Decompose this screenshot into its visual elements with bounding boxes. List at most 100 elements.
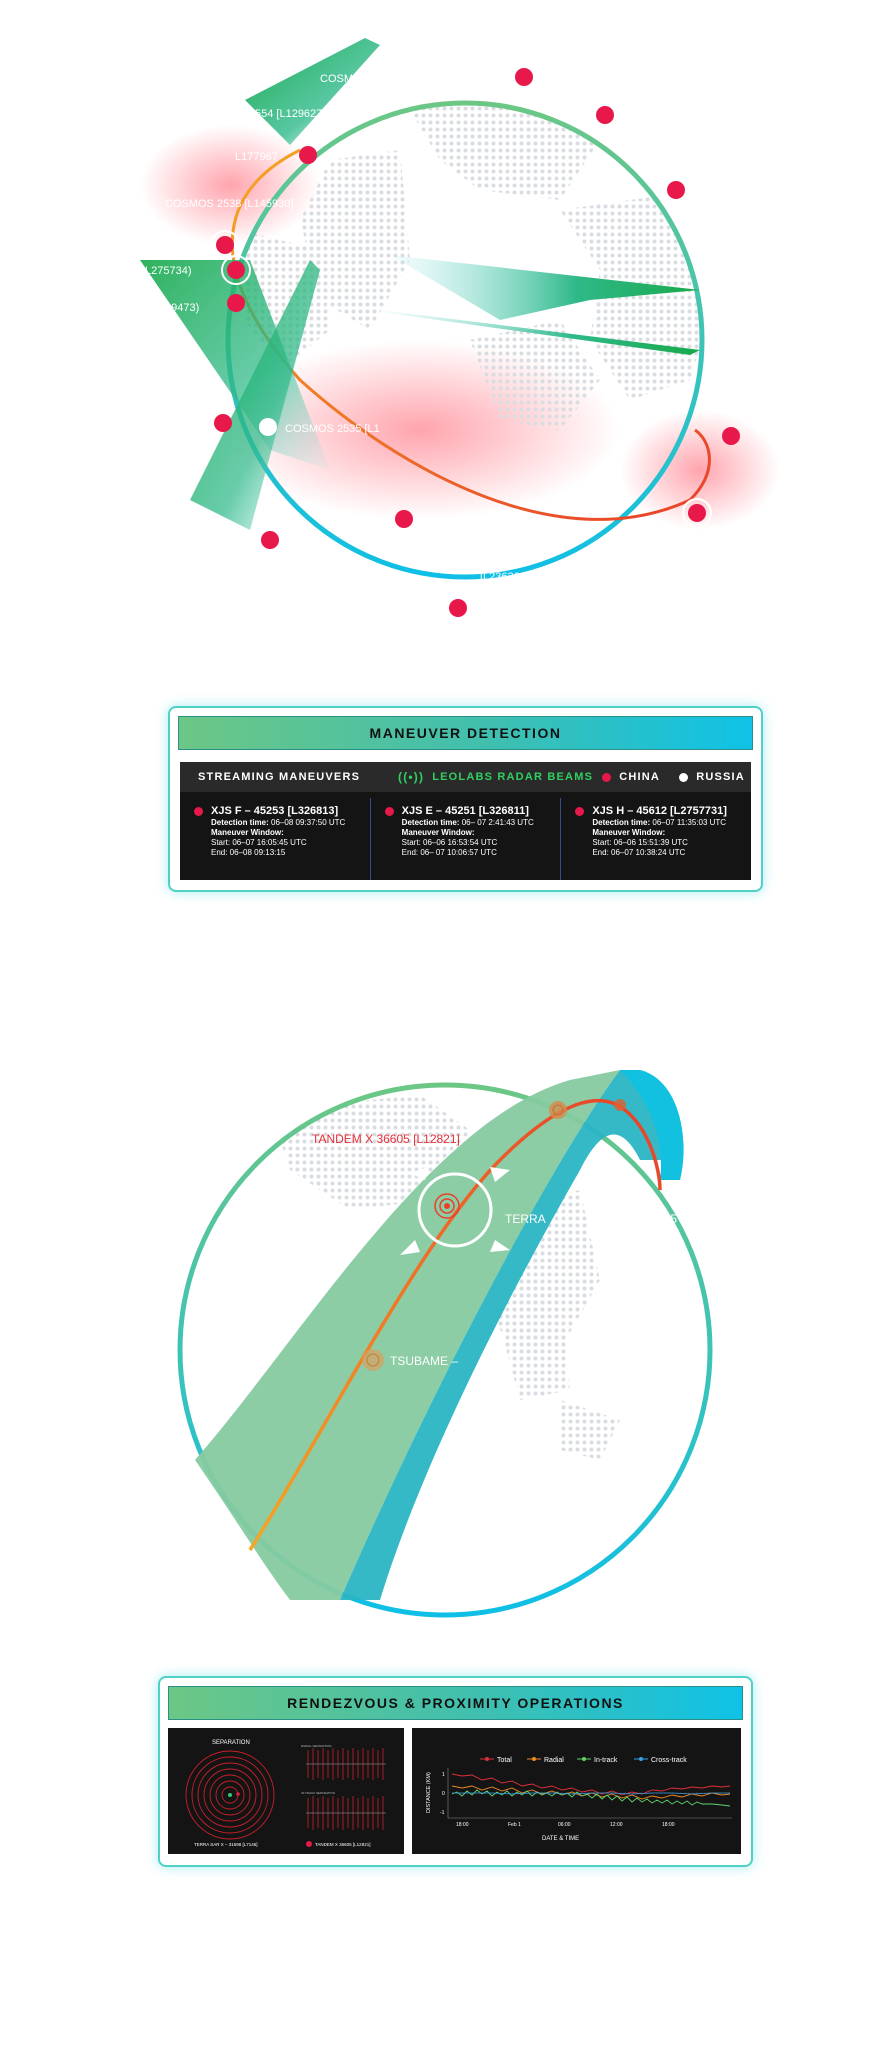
china-marker-icon xyxy=(384,806,394,816)
center-satellite xyxy=(228,1793,232,1797)
maneuver-title: XJS F – 45253 [L326813] xyxy=(211,805,339,817)
russia-legend-dot xyxy=(679,772,689,782)
satellite-labels-2: 01] TANDEM X 36605 [L12821] TERRA ] 45 T… xyxy=(312,1061,677,1368)
chart-xlabel: DATE & TIME xyxy=(542,1836,579,1842)
maneuver-window-label: Maneuver Window: xyxy=(401,828,475,837)
x-tick: 12:00 xyxy=(610,1822,623,1828)
caption-terra: TERRA SAR X – 31698 [L7146] xyxy=(194,1842,258,1847)
y-tick: -1 xyxy=(440,1810,445,1816)
label-xjsa: XJS A [L2157 xyxy=(670,529,736,541)
detection-time-label: Detection time: xyxy=(592,818,651,827)
china-legend-dot xyxy=(602,772,612,782)
series-total xyxy=(451,1773,731,1796)
window-end: End: 06– 07 10:06:57 UTC xyxy=(401,848,497,857)
x-tick: 18:00 xyxy=(456,1822,469,1828)
target-marker xyxy=(400,1167,510,1255)
maneuver-detection-panel: MANEUVER DETECTION STREAMING MANEUVERS (… xyxy=(168,706,763,892)
streaming-maneuvers-label: STREAMING MANEUVERS xyxy=(198,771,361,783)
radar-beams xyxy=(140,38,700,530)
maneuver-item[interactable]: XJS H – 45612 [L2757731] Detection time:… xyxy=(560,798,751,880)
series-crosstrack xyxy=(452,1792,730,1795)
globe-2: 01] TANDEM X 36605 [L12821] TERRA ] 45 T… xyxy=(177,1061,713,1618)
chart-ylabel: DISTANCE (KM) xyxy=(426,1772,432,1813)
legend-radial: Radial xyxy=(544,1757,564,1764)
label-l316376: 5450 [L316376] xyxy=(420,513,496,525)
label-cosmos-top: COSMOS xyxy=(320,73,369,85)
label-cosmos2535: COSMOS 2535 [L1 xyxy=(285,423,380,435)
satellite-labels: COSMOS 554 [L129627] L177967 COSMOS 2538… xyxy=(145,73,736,583)
x-tick: 18:00 xyxy=(662,1822,675,1828)
label-top: 01] xyxy=(535,1061,552,1075)
label-terra: TERRA xyxy=(505,1212,546,1226)
radar-beam-icon: ((•)) xyxy=(398,770,425,784)
russia-legend-label: RUSSIA xyxy=(696,771,745,783)
legend-crosstrack: Cross-track xyxy=(651,1757,687,1764)
china-satellite-markers xyxy=(214,68,740,617)
rpo-panel-title: RENDEZVOUS & PROXIMITY OPERATIONS xyxy=(168,1686,743,1720)
distance-chart: Total Radial In-track Cross-track DISTAN… xyxy=(426,1757,732,1842)
separation-graphic: SEPARATION RADIAL SEPARATION xyxy=(185,1740,386,1847)
maneuver-stream-header: STREAMING MANEUVERS ((•)) LEOLABS RADAR … xyxy=(180,762,751,792)
satellite-markers-2 xyxy=(362,1099,626,1371)
separation-box: SEPARATION RADIAL SEPARATION xyxy=(168,1728,404,1854)
caption-tandem: TANDEM X 36605 [L12821] xyxy=(315,1842,370,1847)
detection-time-label: Detection time: xyxy=(211,818,269,827)
label-right: ] 45 xyxy=(657,1212,677,1226)
globe-2-ring xyxy=(177,1082,713,1618)
mini-chart-label-bottom: IN-TRACK SEPARATION xyxy=(301,1791,335,1795)
chart-legend: Total Radial In-track Cross-track xyxy=(480,1757,687,1764)
maneuver-stream-box: STREAMING MANEUVERS ((•)) LEOLABS RADAR … xyxy=(180,762,751,880)
detection-time-value: 06–08 09:37:50 UTC xyxy=(271,818,346,827)
mini-chart-label-top: RADIAL SEPARATION xyxy=(301,1744,331,1748)
orbiting-satellite xyxy=(236,1792,240,1796)
window-start: Start: 06–07 16:05:45 UTC xyxy=(211,838,307,847)
maneuver-item[interactable]: XJS F – 45253 [L326813] Detection time: … xyxy=(180,798,370,880)
label-tandem: TANDEM X 36605 [L12821] xyxy=(312,1132,460,1146)
legend-total: Total xyxy=(497,1757,512,1764)
window-end: End: 06–07 10:38:24 UTC xyxy=(592,848,686,857)
y-tick: 0 xyxy=(442,1791,445,1797)
label-l129627: 554 [L129627] xyxy=(255,108,325,120)
series-intrack xyxy=(451,1789,731,1807)
legend-intrack: In-track xyxy=(594,1757,618,1764)
distance-chart-box: Total Radial In-track Cross-track DISTAN… xyxy=(412,1728,741,1854)
window-start: Start: 06–06 16:53:54 UTC xyxy=(401,838,498,847)
maneuver-title: XJS H – 45612 [L2757731] xyxy=(592,805,727,817)
radar-beams-label: LEOLABS RADAR BEAMS xyxy=(432,771,594,783)
x-ticks: 18:00 Feb 1 06:00 12:00 18:00 xyxy=(456,1822,675,1828)
maneuver-list: XJS F – 45253 [L326813] Detection time: … xyxy=(180,798,751,880)
orbit-path-1 xyxy=(230,148,711,521)
label-cosmos2538: COSMOS 2538 [L145930] xyxy=(165,198,293,210)
x-tick: 06:00 xyxy=(558,1822,571,1828)
orbit-path-2 xyxy=(248,1098,662,1551)
maneuver-title: XJS E – 45251 [L326811] xyxy=(401,805,529,817)
maneuver-panel-title: MANEUVER DETECTION xyxy=(178,716,753,750)
detection-time-label: Detection time: xyxy=(401,818,460,827)
detection-time-value: 06– 07 2:41:43 UTC xyxy=(461,818,534,827)
caption-tandem-dot xyxy=(306,1841,312,1847)
mini-chart-bottom xyxy=(306,1796,386,1830)
highlight-rings xyxy=(210,230,712,528)
label-l177967: L177967 xyxy=(235,151,278,163)
mini-chart-top xyxy=(306,1748,386,1780)
detection-time-value: 06–07 11:35:03 UTC xyxy=(652,818,727,827)
separation-rings xyxy=(185,1750,275,1840)
label-tsubame: TSUBAME – xyxy=(390,1354,458,1368)
maneuver-window-label: Maneuver Window: xyxy=(211,828,284,837)
maneuver-item[interactable]: XJS E – 45251 [L326811] Detection time: … xyxy=(369,798,561,880)
russia-satellite-markers xyxy=(259,89,522,436)
china-marker-icon xyxy=(194,806,203,816)
label-l275734: L275734) xyxy=(145,265,192,277)
label-bottom: [L236260] xyxy=(480,571,529,583)
y-tick: 1 xyxy=(442,1772,445,1778)
maneuver-window-label: Maneuver Window: xyxy=(592,828,666,837)
separation-label: SEPARATION xyxy=(212,1740,250,1746)
label-l19473: 19473) xyxy=(165,302,199,314)
window-start: Start: 06–06 15:51:39 UTC xyxy=(592,838,688,847)
y-ticks: 1 0 -1 xyxy=(440,1772,445,1816)
label-l2231: 2231) xyxy=(205,396,233,408)
china-marker-icon xyxy=(575,806,585,816)
window-end: End: 06–08 09:13:15 xyxy=(211,848,286,857)
rpo-panel: RENDEZVOUS & PROXIMITY OPERATIONS SEPARA… xyxy=(158,1676,753,1867)
globe-1: COSMOS 554 [L129627] L177967 COSMOS 2538… xyxy=(140,38,780,617)
